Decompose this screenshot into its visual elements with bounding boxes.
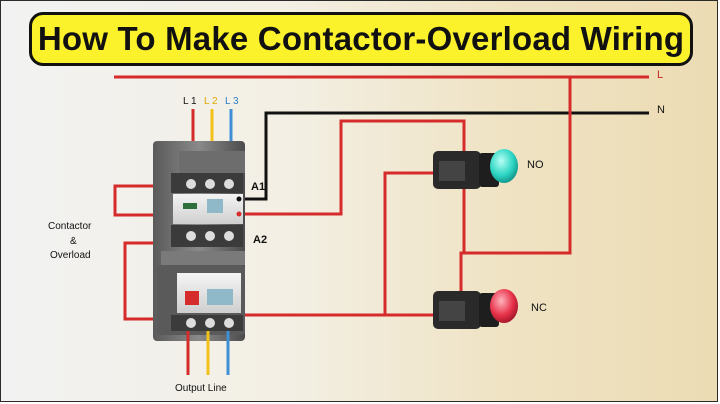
control-wire-no-return [383,171,441,315]
overload-relay [157,265,245,335]
neutral-n-label: N [657,104,665,116]
phase-l3-label: L 3 [225,96,239,107]
junction-dot [236,196,242,202]
device-label-line2: & [70,236,77,247]
title-banner: How To Make Contactor-Overload Wiring [29,12,693,66]
nc-button-label: NC [531,302,547,314]
supply-l-label: L [657,69,664,81]
diagram-title: How To Make Contactor-Overload Wiring [37,20,685,57]
phase-l2-label: L 2 [204,96,218,107]
device-label-line1: Contactor [48,221,92,232]
junction-dot [236,211,242,217]
no-button-label: NO [527,159,544,171]
no-push-button [433,149,518,189]
supply-drop-wire [459,77,572,307]
output-line-label: Output Line [175,383,227,394]
neutral-line [239,111,649,201]
phase-l1-label: L 1 [183,96,197,107]
control-wire-coil-to-no [239,119,466,216]
device-label-line3: Overload [50,250,91,261]
coil-a1-label: A1 [251,181,266,193]
nc-push-button [433,289,518,329]
coil-a2-label: A2 [253,234,268,246]
